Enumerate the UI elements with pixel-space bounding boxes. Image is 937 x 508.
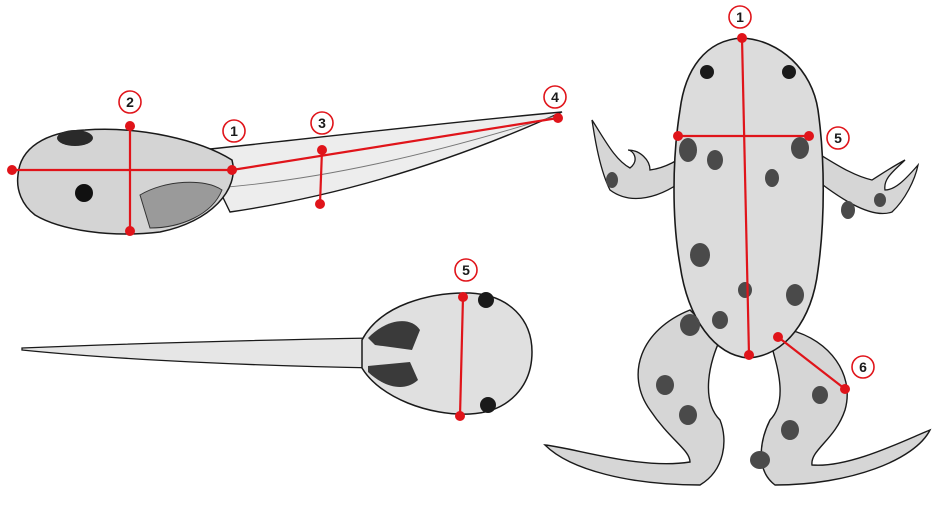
frog-right-eye xyxy=(782,65,796,79)
measure-point xyxy=(315,199,325,209)
marker-text: 6 xyxy=(859,359,867,375)
tadpole-top-marker-5: 5 xyxy=(455,259,477,281)
marker-text: 4 xyxy=(551,89,559,105)
tadpole-top-tail xyxy=(22,338,378,368)
measure-point xyxy=(744,350,754,360)
tadpole-side-head-dark xyxy=(57,130,93,146)
measure-point xyxy=(737,33,747,43)
tadpole-side-gut xyxy=(140,182,222,228)
frog-left-eye xyxy=(700,65,714,79)
measure-point xyxy=(458,292,468,302)
measure-point xyxy=(317,145,327,155)
marker-text: 5 xyxy=(462,262,470,278)
tadpole-side-marker-4: 4 xyxy=(544,86,566,108)
measure-point xyxy=(125,226,135,236)
marker-text: 1 xyxy=(736,9,744,25)
measure-point xyxy=(840,384,850,394)
measure-point xyxy=(125,121,135,131)
marker-text: 2 xyxy=(126,94,134,110)
frog-marker-1: 1 xyxy=(729,6,751,28)
marker-text: 1 xyxy=(230,123,238,139)
tadpole-side-marker-2: 2 xyxy=(119,91,141,113)
marker-text: 3 xyxy=(318,115,326,131)
frog-left-hind-leg xyxy=(545,310,724,485)
tadpole-side-body xyxy=(18,129,234,234)
marker-text: 5 xyxy=(834,130,842,146)
tadpole-side-marker-3: 3 xyxy=(311,112,333,134)
frog-marker-6: 6 xyxy=(852,356,874,378)
tadpole-top-eye-lower xyxy=(480,397,496,413)
frog-marker-5: 5 xyxy=(827,127,849,149)
tadpole-side-eye xyxy=(75,184,93,202)
measure-point xyxy=(553,113,563,123)
tadpole-top-view xyxy=(22,292,532,414)
tadpole-top-eye-upper xyxy=(478,292,494,308)
measure-point xyxy=(455,411,465,421)
frog-ventral-view xyxy=(545,38,930,485)
frog-right-arm xyxy=(810,150,918,214)
measure-point xyxy=(804,131,814,141)
measure-point xyxy=(7,165,17,175)
measure-point xyxy=(773,332,783,342)
measure-point xyxy=(227,165,237,175)
frog-right-hind-leg xyxy=(761,330,930,485)
tadpole-side-marker-1: 1 xyxy=(223,120,245,142)
measure-point xyxy=(673,131,683,141)
tadpole-top-body xyxy=(362,293,532,414)
